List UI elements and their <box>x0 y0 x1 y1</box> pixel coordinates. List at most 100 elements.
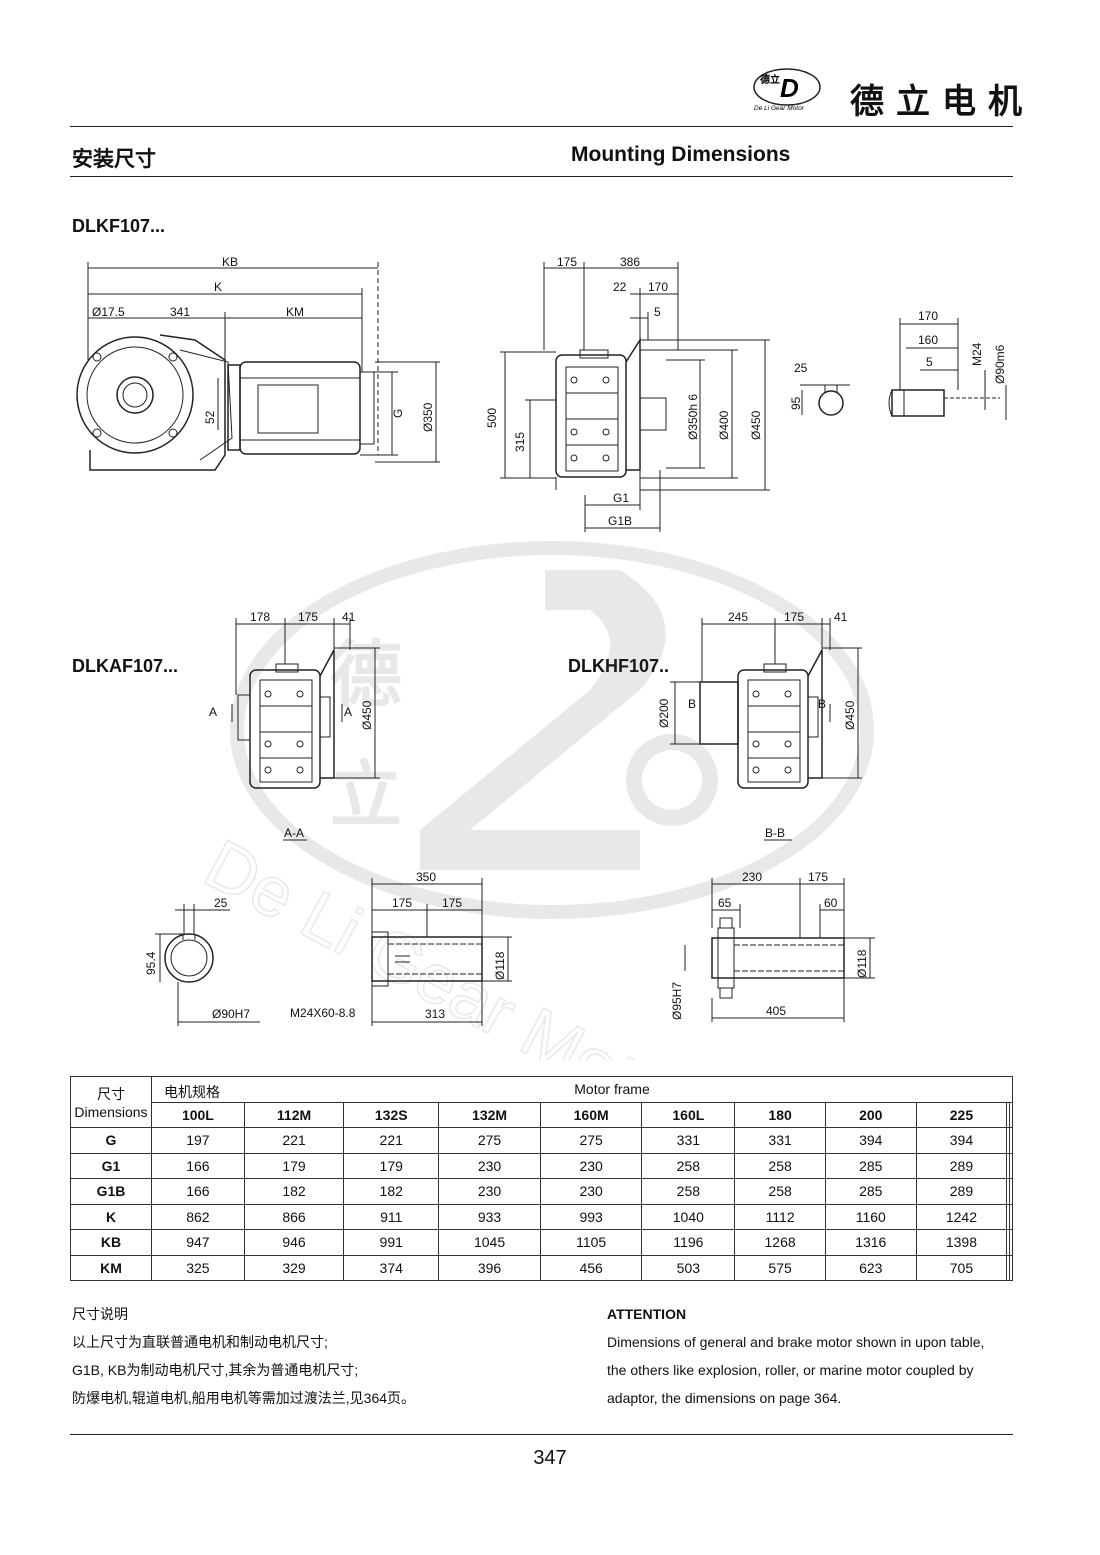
hb-dim-230: 230 <box>742 870 762 884</box>
kf-dim-k: K <box>214 280 222 294</box>
table-cell: 182 <box>343 1178 440 1205</box>
table-cell: 285 <box>824 1178 917 1205</box>
kf-dim-km: KM <box>286 305 304 319</box>
table-cell: 329 <box>243 1254 345 1281</box>
table-cell: 705 <box>915 1254 1008 1281</box>
table-corner-cn: 尺寸 <box>97 1086 125 1102</box>
table-cell: 862 <box>151 1203 245 1230</box>
table-frame-cell: 160L <box>641 1101 736 1128</box>
hb-dim-175: 175 <box>808 870 828 884</box>
kff-dim-d450: Ø450 <box>749 410 763 440</box>
ha-dim-350: 350 <box>416 870 436 884</box>
table-cell: 230 <box>438 1152 541 1179</box>
shaft-dim-d90m6: Ø90m6 <box>993 344 1007 384</box>
table-row-label: K <box>70 1203 152 1230</box>
table-cell: 374 <box>343 1254 440 1281</box>
table-cell <box>1009 1178 1013 1205</box>
shaft-detail: 25 95 170 160 5 M24 Ø90m6 <box>789 309 1007 420</box>
kff-dim-d400: Ø400 <box>717 410 731 440</box>
table-cell: 221 <box>343 1127 440 1154</box>
kf-dim-g: G <box>391 409 405 418</box>
hollow-shaft-b: 230 175 65 60 Ø118 Ø95H7 405 <box>670 870 875 1022</box>
shaft-dim-m24: M24 <box>970 342 984 366</box>
table-cell: 275 <box>539 1127 643 1154</box>
kff-dim-g1: G1 <box>613 491 629 505</box>
kff-dim-386: 386 <box>620 255 640 269</box>
kf-side-view: KB K Ø17.5 341 KM 52 G Ø350 <box>76 255 440 471</box>
header-rule <box>70 126 1013 127</box>
watermark-cn-1: 德 <box>330 636 402 716</box>
table-cell: 623 <box>824 1254 917 1281</box>
hb-dim-65: 65 <box>718 896 732 910</box>
table-cell: 394 <box>824 1127 917 1154</box>
table-cell: 396 <box>438 1254 541 1281</box>
table-cell: 331 <box>734 1127 826 1154</box>
logo-cn-text: 德立 <box>759 73 780 86</box>
model-khf-label: DLKHF107.. <box>568 656 669 677</box>
table-cell: 946 <box>243 1229 345 1256</box>
notes-en: ATTENTION Dimensions of general and brak… <box>607 1300 984 1412</box>
table-row-label: KM <box>70 1254 152 1281</box>
kaf-dim-41: 41 <box>342 610 356 624</box>
table-frame-cell: 132M <box>438 1101 541 1128</box>
model-kf-label: DLKF107... <box>72 216 166 236</box>
notes-en-title: ATTENTION <box>607 1306 687 1322</box>
table-cell: 221 <box>243 1127 345 1154</box>
table-cell: 166 <box>151 1152 245 1179</box>
ha-dim-175a: 175 <box>392 896 412 910</box>
kff-dim-170: 170 <box>648 280 668 294</box>
khf-caption: B-B <box>765 826 785 840</box>
kf-dim-52: 52 <box>203 410 217 424</box>
kff-dim-175: 175 <box>557 255 577 269</box>
table-cell: 866 <box>243 1203 345 1230</box>
table-frame-cell: 160M <box>539 1101 643 1128</box>
kf-front-view: 175 386 22 170 5 500 315 Ø350h 6 Ø400 Ø4… <box>485 255 770 532</box>
table-cell: 179 <box>343 1152 440 1179</box>
table-cell: 1268 <box>734 1229 826 1256</box>
hb-dim-60: 60 <box>824 896 838 910</box>
brand-name: 德立电机 <box>850 82 1034 122</box>
table-cell: 289 <box>915 1178 1008 1205</box>
table-cell: 331 <box>641 1127 736 1154</box>
table-row-label: KB <box>70 1229 152 1256</box>
table-frame-cell: 100L <box>151 1101 245 1128</box>
table-cell: 1398 <box>915 1229 1008 1256</box>
table-cell: 166 <box>151 1178 245 1205</box>
footer-rule <box>70 1434 1013 1435</box>
table-frame-cell <box>1009 1101 1013 1128</box>
table-cell: 991 <box>343 1229 440 1256</box>
table-cell: 933 <box>438 1203 541 1230</box>
ha-dim-95-4: 95.4 <box>144 951 158 975</box>
notes-cn-title: 尺寸说明 <box>72 1306 128 1322</box>
table-cell: 285 <box>824 1152 917 1179</box>
table-cell: 1040 <box>641 1203 736 1230</box>
page-number: 347 <box>533 1447 567 1469</box>
khf-view: 245 175 41 B B Ø200 Ø450 B-B <box>657 610 862 841</box>
table-cell: 993 <box>539 1203 643 1230</box>
table-corner-en: Dimensions <box>74 1104 148 1120</box>
kf-dim-d17-5: Ø17.5 <box>92 305 125 319</box>
title-rule <box>70 176 1013 177</box>
kff-dim-315: 315 <box>513 432 527 452</box>
kaf-section-left: A <box>209 705 217 719</box>
table-corner-cell: 尺寸 Dimensions <box>70 1076 152 1128</box>
kaf-view: 178 175 41 A A Ø450 A-A <box>209 610 380 841</box>
table-cell: 1045 <box>438 1229 541 1256</box>
hb-dim-d95h7: Ø95H7 <box>670 982 684 1020</box>
shaft-dim-5: 5 <box>926 355 933 369</box>
table-cell: 230 <box>438 1178 541 1205</box>
kff-dim-d350h6: Ø350h 6 <box>686 394 700 440</box>
table-cell <box>1009 1229 1013 1256</box>
khf-dim-175: 175 <box>784 610 804 624</box>
table-cell: 1112 <box>734 1203 826 1230</box>
table-frame-cell: 112M <box>243 1101 345 1128</box>
table-cell: 575 <box>734 1254 826 1281</box>
ha-dim-313: 313 <box>425 1007 445 1021</box>
table-frame-header: 电机规格 Motor frame <box>151 1076 1013 1103</box>
notes-cn-line-2: G1B, KB为制动电机尺寸,其余为普通电机尺寸; <box>72 1362 359 1378</box>
logo-letter: D <box>780 73 799 103</box>
notes-en-line-1: Dimensions of general and brake motor sh… <box>607 1334 985 1350</box>
